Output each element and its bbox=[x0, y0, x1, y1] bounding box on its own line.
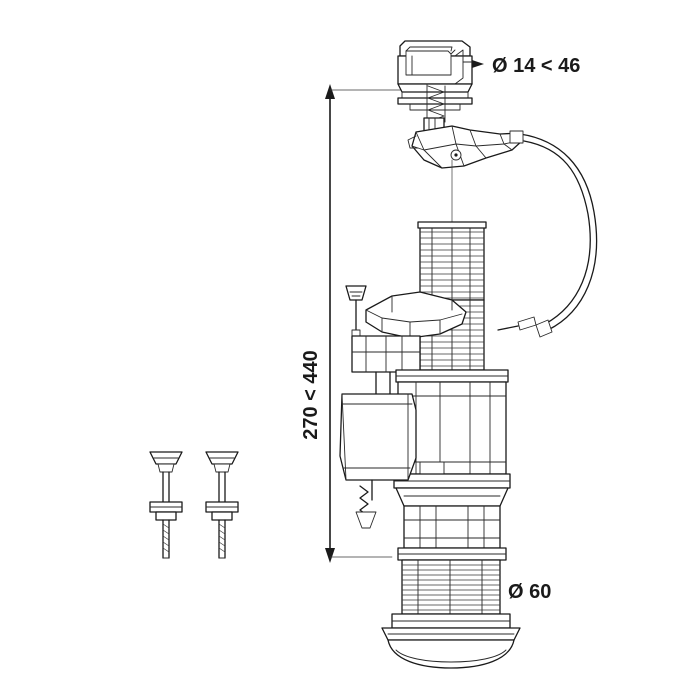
part-threaded-shank bbox=[401, 559, 501, 615]
part-base-nut-flange bbox=[381, 613, 521, 669]
part-push-button bbox=[397, 40, 473, 111]
part-fixing-bolt-left bbox=[149, 451, 183, 559]
dimension-height-label: 270 < 440 bbox=[300, 350, 322, 440]
part-cable-lever-arm bbox=[407, 117, 524, 169]
part-lower-seal-stack bbox=[395, 487, 509, 561]
dimension-height-range: 270 < 440 bbox=[300, 84, 426, 563]
dimension-top-diameter-label: Ø 14 < 46 bbox=[492, 55, 580, 77]
part-bowden-cable bbox=[497, 130, 598, 338]
part-button-spring bbox=[426, 83, 446, 125]
part-float bbox=[339, 393, 417, 529]
part-float-arm-assembly bbox=[345, 285, 467, 405]
dimension-bottom-diameter-label: Ø 60 bbox=[508, 581, 551, 603]
part-fixing-bolt-right bbox=[205, 451, 239, 559]
part-valve-body bbox=[393, 369, 511, 489]
